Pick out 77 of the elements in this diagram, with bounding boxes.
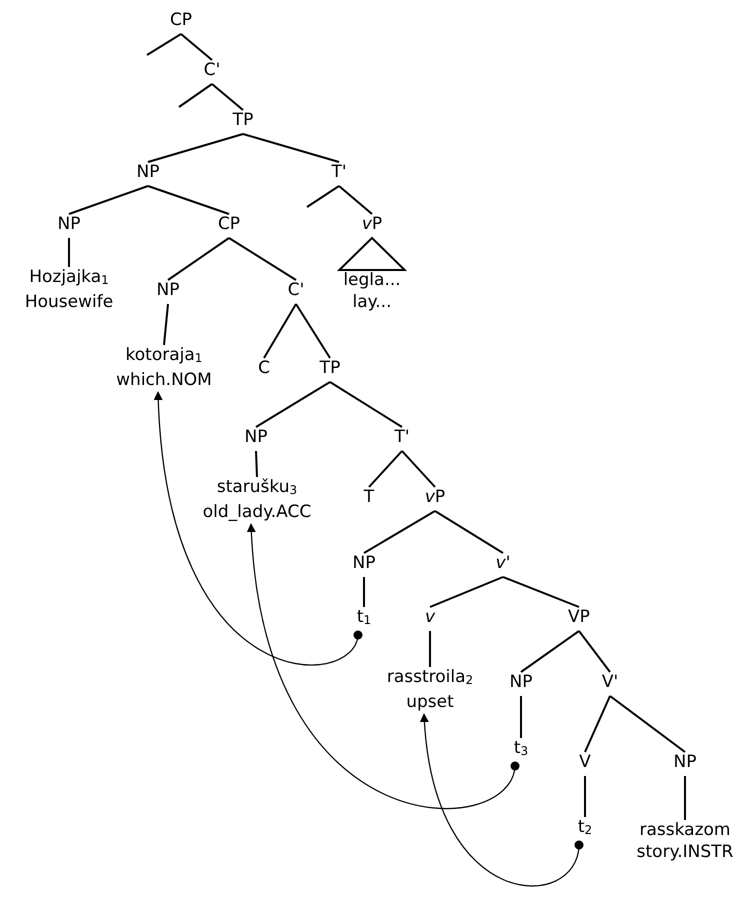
tree-branch — [163, 304, 169, 346]
category-label: VP — [568, 606, 590, 628]
tree-branch — [363, 577, 365, 607]
category-label: NP — [674, 751, 696, 773]
word: legla... — [343, 269, 401, 291]
category-label: CP — [170, 9, 192, 31]
tree-branch — [363, 510, 436, 554]
word: rasstroila$_{2}$ — [386, 666, 474, 689]
category-label: TP — [232, 109, 254, 131]
tree-branch — [211, 83, 244, 111]
tree-branch — [584, 696, 611, 752]
triangle-branch — [336, 236, 408, 271]
category-label: vP — [362, 213, 382, 235]
category-label: NP — [244, 426, 268, 448]
tree-branch — [255, 450, 258, 478]
movement-arrow — [154, 391, 362, 666]
tree-branch — [578, 630, 611, 673]
category-label: TP — [320, 357, 340, 379]
word: kotoraja$_{1}$ — [124, 344, 204, 367]
tree-branch — [68, 238, 70, 267]
word: Hozjajka$_{1}$ — [28, 266, 110, 289]
word: rasskazom — [638, 819, 732, 841]
category-label: NP — [510, 671, 532, 693]
tree-branch — [306, 185, 340, 208]
category-label: v' — [496, 552, 510, 574]
tree-branch — [520, 630, 580, 673]
gloss: upset — [405, 691, 455, 713]
category-label: C' — [288, 279, 304, 301]
gloss: story.INSTR — [636, 841, 734, 863]
tree-branch — [68, 185, 148, 215]
category-label: T' — [331, 161, 347, 183]
category-label: t$_{1}$ — [356, 606, 372, 631]
category-label: NP — [352, 552, 376, 574]
tree-branch — [178, 83, 213, 108]
tree-branch — [242, 133, 340, 163]
tree-branch — [295, 303, 331, 359]
tree-branch — [263, 304, 297, 358]
tree-branch — [401, 450, 436, 488]
tree-branch — [430, 576, 504, 608]
tree-branch — [434, 510, 504, 554]
category-label: t$_{3}$ — [514, 737, 528, 762]
gloss: Housewife — [24, 291, 114, 313]
category-label: NP — [156, 279, 180, 301]
tree-branch — [148, 185, 230, 215]
tree-branch — [167, 237, 230, 281]
movement-arrow — [247, 523, 520, 809]
tree-branch — [520, 696, 522, 738]
category-label: C' — [204, 59, 220, 81]
gloss: lay... — [352, 291, 392, 313]
tree-branch — [502, 576, 580, 608]
category-label: t$_{2}$ — [578, 816, 592, 841]
category-label: vP — [424, 486, 446, 508]
category-label: NP — [58, 213, 80, 235]
category-label: T' — [394, 426, 410, 448]
tree-branch — [609, 695, 686, 753]
tree-branch — [684, 776, 686, 820]
word: starušku$_{3}$ — [216, 476, 298, 499]
tree-branch — [338, 185, 373, 215]
category-label: v — [424, 606, 436, 628]
tree-branch — [584, 776, 586, 817]
gloss: which.NOM — [116, 369, 212, 391]
tree-branch — [368, 450, 403, 488]
category-label: V' — [602, 671, 618, 693]
gloss: old_lady.ACC — [202, 501, 312, 523]
tree-branch — [329, 381, 403, 428]
tree-branch — [148, 133, 244, 163]
tree-branch — [180, 33, 213, 61]
tree-branch — [146, 33, 182, 56]
category-label: C — [258, 357, 270, 379]
tree-branch — [255, 381, 331, 428]
movement-arrow — [420, 713, 584, 886]
category-label: T — [364, 486, 374, 508]
category-label: NP — [136, 161, 160, 183]
tree-branch — [228, 237, 297, 281]
category-label: CP — [218, 213, 240, 235]
category-label: V — [579, 751, 591, 773]
tree-branch — [429, 631, 431, 667]
